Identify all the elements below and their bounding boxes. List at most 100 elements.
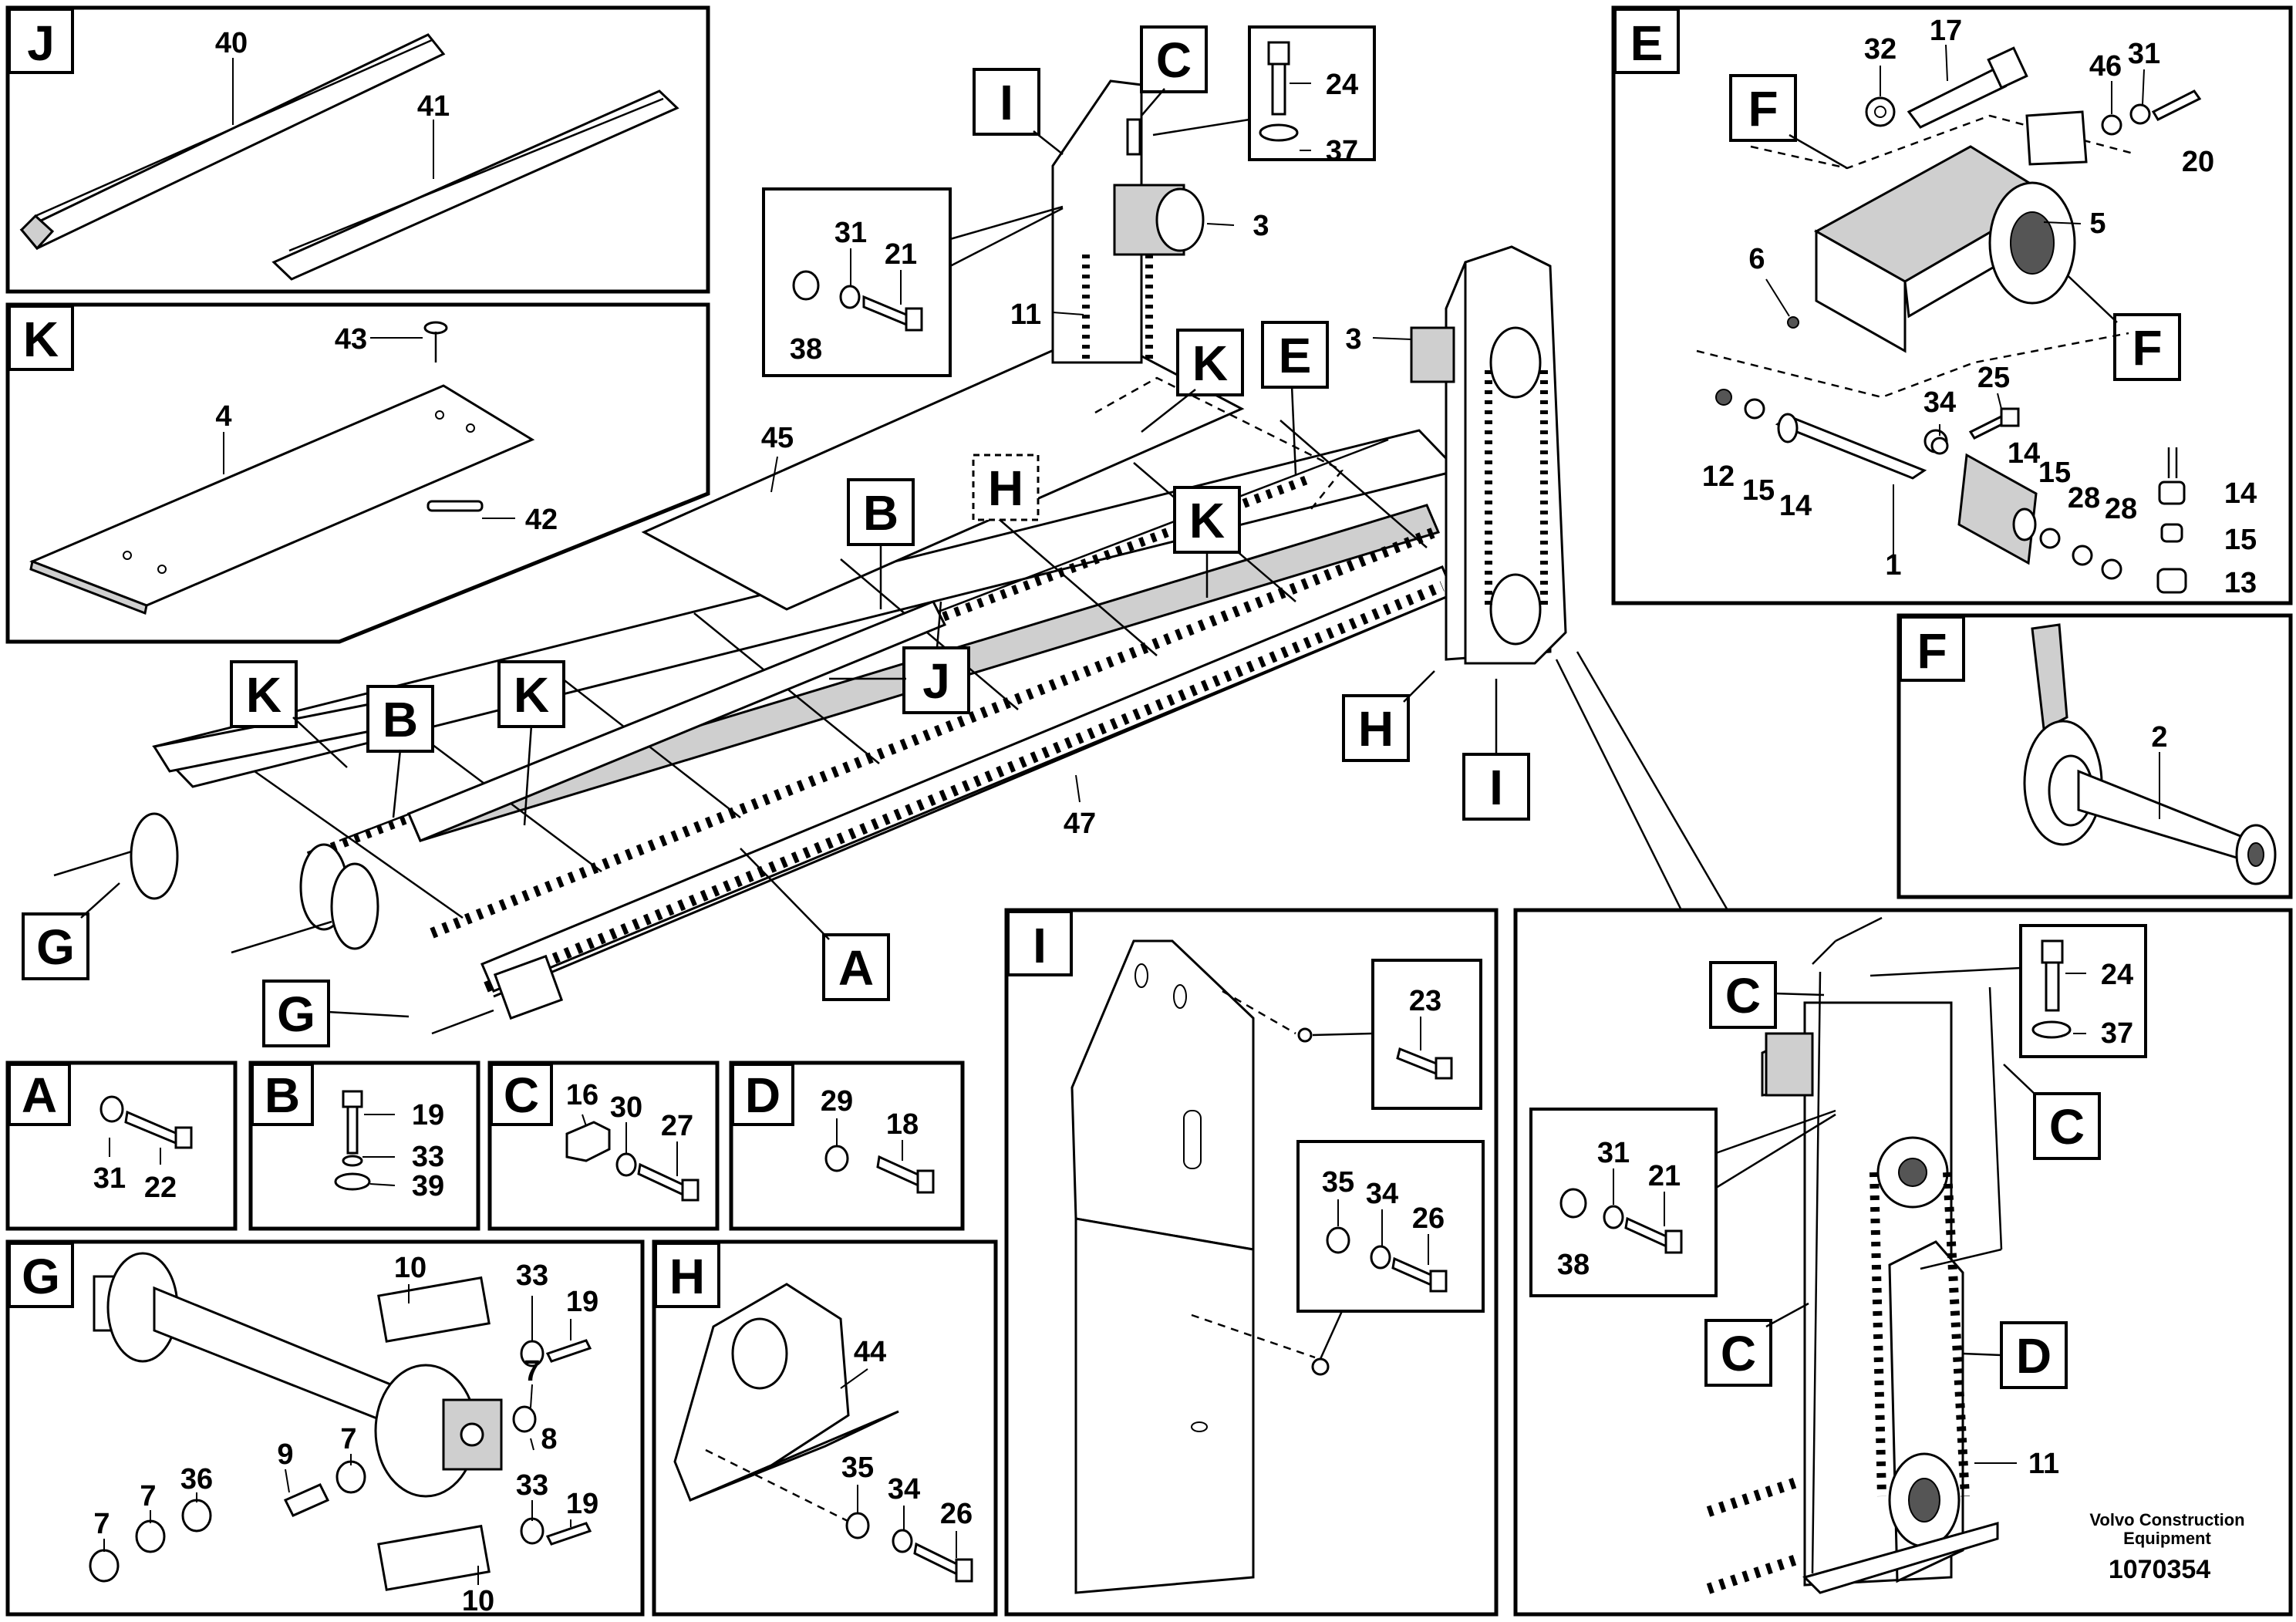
callout-d: D (2016, 1328, 2052, 1384)
part-number: 38 (1557, 1249, 1590, 1281)
panel-i-letter: I (1033, 918, 1047, 973)
bolt-24 (1259, 41, 1299, 142)
part-number: 33 (516, 1259, 548, 1292)
panel-j-letter: J (27, 15, 55, 71)
callout-h: H (1358, 701, 1394, 757)
right-drive-housing (1410, 245, 1567, 665)
part-number: 14 (1779, 490, 1812, 522)
washer-32 (1865, 96, 1896, 127)
drive-chain-47 (306, 474, 1451, 998)
part-number: 42 (525, 504, 558, 536)
wear-plate-4 (29, 384, 535, 615)
part-number: 11 (1010, 298, 1041, 331)
panel-j: J 40 41 (5, 5, 710, 294)
part-number: 9 (277, 1438, 293, 1471)
callout-k: K (1192, 336, 1228, 391)
part-number: 25 (1977, 362, 2010, 394)
bracket-44 (673, 1283, 899, 1525)
callout-g: G (36, 919, 75, 975)
shaft-1 (1715, 389, 2122, 580)
drive-housing-detail (1706, 916, 2003, 1594)
roller-shaft-assembly (93, 1252, 503, 1498)
callout-b: B (383, 692, 418, 747)
part-number: 2 (2151, 721, 2167, 754)
part-number: 19 (566, 1488, 598, 1520)
left-drive-housing (1051, 79, 1205, 364)
panel-k: K 43 4 42 (5, 302, 710, 644)
part-number: 47 (1064, 808, 1096, 840)
panel-b-letter: B (265, 1067, 300, 1123)
part-number: 8 (541, 1423, 557, 1455)
part-number: 39 (412, 1170, 444, 1202)
chain-guard-cover (1070, 939, 1255, 1594)
part-number: 40 (215, 27, 248, 59)
part-number: 44 (854, 1336, 886, 1368)
part-number: 24 (1326, 69, 1358, 101)
callout-k: K (246, 667, 282, 723)
part-number: 34 (1366, 1178, 1398, 1210)
credit-line-1: Volvo Construction (2089, 1510, 2244, 1529)
panel-a-letter: A (22, 1067, 57, 1123)
part-number: 7 (93, 1508, 110, 1540)
part-number: 22 (144, 1172, 177, 1204)
part-number: 28 (2068, 482, 2100, 514)
part-number: 15 (1742, 474, 1775, 507)
part-number: 41 (417, 90, 450, 123)
panel-d-letter: D (745, 1067, 781, 1123)
bearing-housing-5 (1813, 145, 2076, 353)
callout-f: F (2132, 320, 2162, 376)
cross-slats (254, 420, 1428, 919)
callout-c: C (1156, 32, 1192, 88)
callout-c: C (2049, 1099, 2085, 1155)
part-number: 36 (180, 1463, 213, 1496)
part-number: 32 (1864, 33, 1896, 66)
part-number: 34 (888, 1473, 920, 1506)
sprocket-shaft-2 (2023, 623, 2277, 885)
part-number: 31 (834, 217, 867, 249)
part-number: 19 (412, 1099, 444, 1131)
part-number: 37 (1326, 135, 1358, 167)
callout-g: G (277, 986, 315, 1042)
callout-c: C (1725, 968, 1761, 1023)
callout-k: K (1189, 493, 1225, 548)
part-number: 15 (2038, 457, 2071, 489)
part-number: 33 (412, 1141, 444, 1173)
part-number: 10 (394, 1252, 426, 1284)
part-number: 45 (761, 422, 794, 454)
callout-b: B (863, 485, 899, 541)
callout-k: K (514, 667, 549, 723)
part-number: 19 (566, 1286, 598, 1318)
panel-g-letter: G (22, 1249, 60, 1304)
callout-c: C (1721, 1326, 1756, 1381)
end-rollers (53, 812, 564, 1035)
washer-34 (1930, 437, 1949, 455)
panel-f: F 2 (1896, 613, 2293, 899)
part-number: 3 (1345, 323, 1361, 356)
part-number: 24 (2101, 959, 2133, 991)
callout-j: J (922, 653, 950, 709)
part-number: 37 (2101, 1017, 2133, 1050)
trim-strip-40 (19, 33, 446, 251)
panel-f-letter: F (1917, 623, 1947, 679)
part-number: 21 (1648, 1160, 1681, 1192)
part-number: 3 (1253, 210, 1269, 242)
trim-strip-41 (271, 89, 679, 281)
panel-i: I 23 35 34 26 (1004, 908, 1499, 1617)
part-number: 20 (2182, 146, 2214, 178)
callout-i: I (1000, 75, 1013, 130)
part-number: 7 (140, 1480, 156, 1512)
callout-a: A (838, 940, 874, 996)
part-number: 6 (1748, 243, 1765, 275)
part-number: 38 (790, 333, 822, 366)
part-number: 13 (2224, 567, 2257, 599)
part-number: 31 (93, 1162, 126, 1195)
panel-h: H 44 35 34 26 (652, 1239, 998, 1617)
panel-d: D 29 18 (729, 1061, 965, 1231)
bolt-17 (1907, 46, 2028, 129)
part-number: 14 (2224, 477, 2257, 510)
panel-a: A 31 22 (5, 1061, 238, 1231)
part-number: 29 (821, 1085, 853, 1118)
panel-e: E F F (1611, 5, 2293, 605)
part-number: 14 (2008, 437, 2040, 470)
